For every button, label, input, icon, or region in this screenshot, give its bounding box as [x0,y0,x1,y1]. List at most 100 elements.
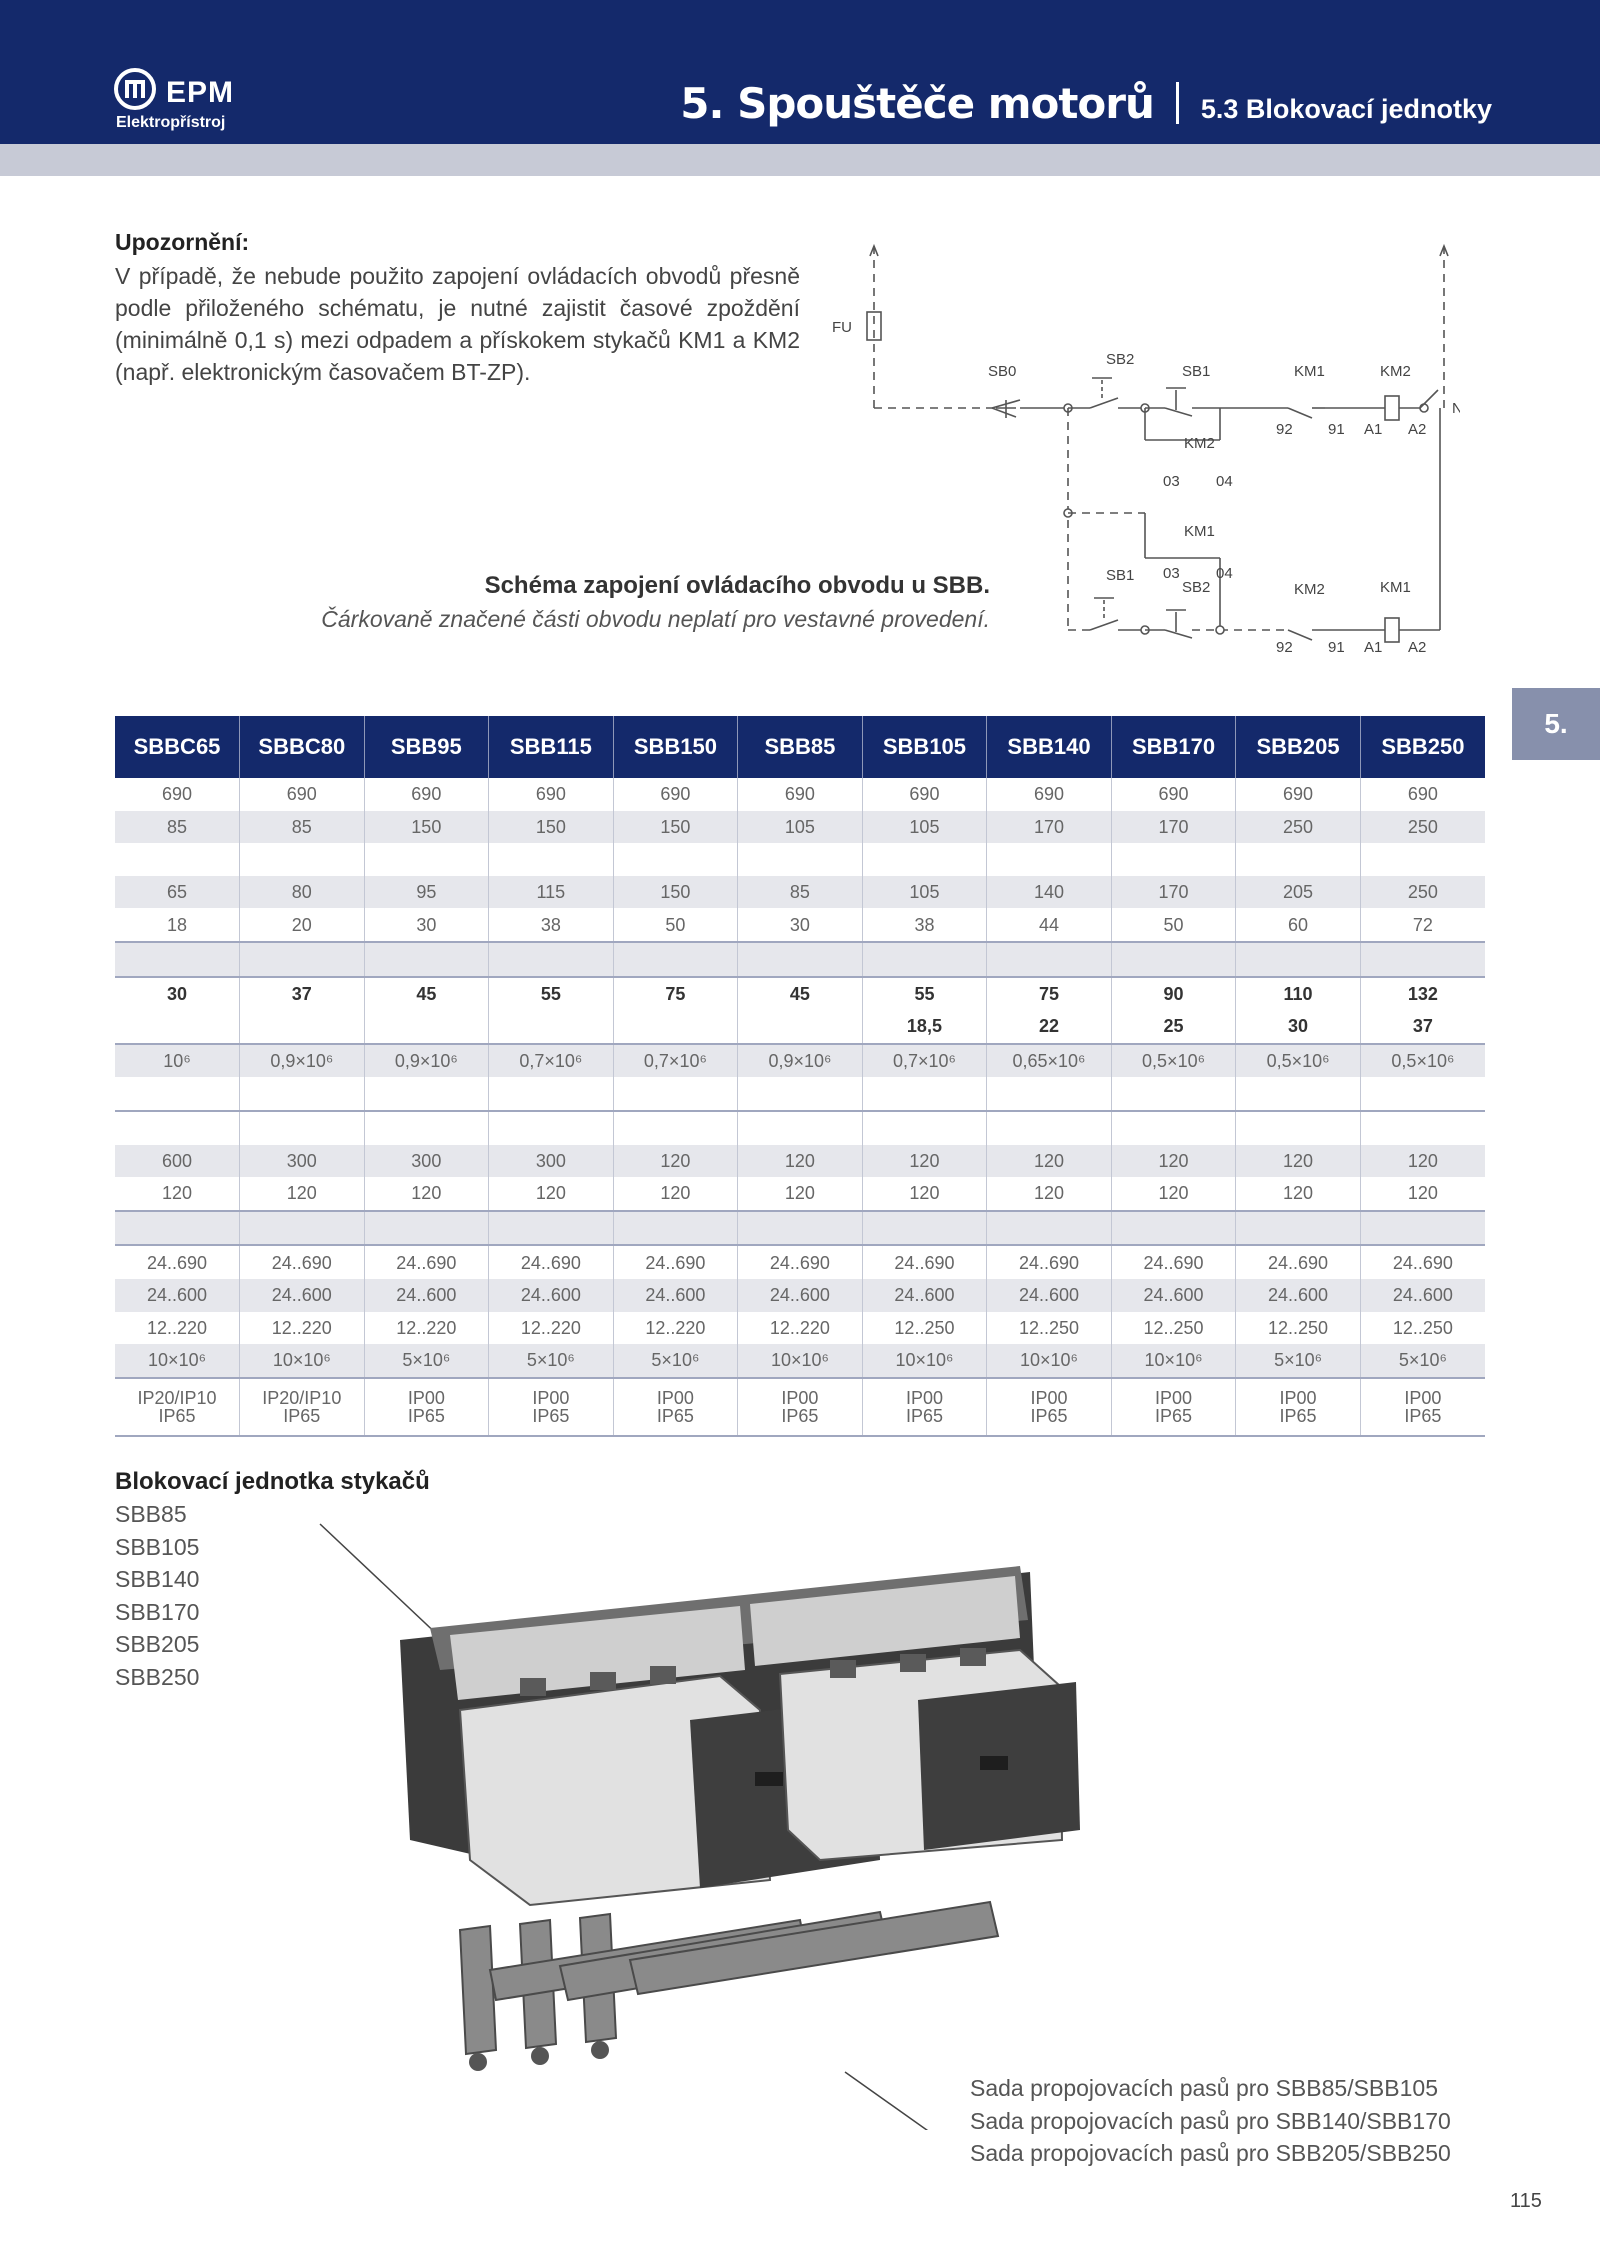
table-header-cell: SBBC80 [239,716,365,778]
table-cell: 18 [115,908,240,943]
schema-label-03-a: 03 [1163,473,1180,490]
table-cell: 150 [612,875,738,909]
chapter-side-tab: 5. [1512,688,1600,760]
table-cell: IP20/IP10 IP65 [239,1377,365,1437]
table-cell: 120 [115,1177,240,1212]
schema-label-a2-bot: A2 [1408,639,1426,656]
table-cell [239,1077,365,1112]
table-cell: 75 [986,976,1112,1011]
table-cell: 300 [363,1144,489,1178]
table-cell [239,1210,365,1247]
table-cell: 24..600 [239,1278,365,1312]
table-cell [115,843,240,876]
table-cell [861,1110,987,1145]
schema-caption-title: Schéma zapojení ovládacího obvodu u SBB. [484,572,990,599]
page-header [0,0,1600,144]
table-cell: 85 [115,810,240,844]
table-cell: 24..690 [146,1252,208,1273]
table-cell [488,843,614,876]
table-cell [737,1077,863,1112]
table-cell: 12..250 [1359,1311,1485,1345]
table-cell [363,843,489,876]
table-cell: 38 [861,908,987,943]
table-row [115,1110,1485,1145]
table-cell: 105 [861,810,987,844]
table-cell: 75 [612,976,738,1011]
table-cell: 44 [986,908,1112,943]
table-header-cell: SBB205 [1235,716,1361,778]
table-cell [612,1010,738,1045]
schema-caption-note: Čárkovaně značené části obvodu neplatí p… [321,606,990,632]
table-cell: 12..220 [737,1311,863,1345]
table-cell: 690 [737,778,863,811]
table-cell [363,1077,489,1112]
table-cell: 690 [363,778,489,811]
schema-label-03-b: 03 [1163,565,1180,582]
table-cell: 120 [1235,1177,1361,1212]
warning-note: Upozornění: V případě, že nebude použito… [115,229,800,388]
table-cell [239,1110,365,1145]
table-cell: 120 [737,1144,863,1178]
table-cell [115,1010,240,1045]
page-number: 115 [1510,2190,1542,2212]
table-cell: 690 [488,778,614,811]
table-cell: 120 [986,1144,1112,1178]
schema-label-sb0: SB0 [988,363,1016,380]
schema-label-92-bot: 92 [1276,639,1293,656]
table-cell: 5×10⁶ [488,1344,614,1379]
table-cell: 690 [161,784,193,805]
table-cell [488,1010,614,1045]
table-cell [861,1210,987,1247]
table-cell: 690 [612,778,738,811]
table-cell: 10×10⁶ [239,1344,365,1379]
table-cell [1110,1110,1236,1145]
table-row [115,941,1485,978]
table-cell: 0,9×10⁶ [363,1043,489,1078]
table-cell [239,941,365,978]
table-cell: 120 [612,1144,738,1178]
table-cell [986,941,1112,978]
table-cell: 690 [986,778,1112,811]
table-cell: 24..600 [1359,1278,1485,1312]
table-cell: 60 [1235,908,1361,943]
table-cell [1359,1210,1485,1247]
schema-label-km2-mid: KM2 [1184,435,1215,452]
table-cell: 690 [1110,778,1236,811]
table-cell [737,1110,863,1145]
section-title: 5.3 Blokovací jednotky [1200,94,1492,124]
schema-label-km1-top: KM1 [1294,363,1325,380]
table-header-cell: SBB95 [363,716,489,778]
table-cell: 30 [167,983,188,1004]
table-cell [488,1077,614,1112]
table-cell [612,843,738,876]
table-cell [612,1077,738,1112]
table-cell: 24..600 [986,1278,1112,1312]
table-cell: 170 [986,810,1112,844]
schema-label-92-top: 92 [1276,421,1293,438]
schema-label-km2-bot: KM2 [1294,581,1325,598]
circuit-diagram: FU N SB0 SB2 SB1 KM1 KM2 92 91 A1 A2 KM2… [832,243,1463,656]
table-cell [488,1110,614,1145]
product-model-item: SBB105 [115,1533,200,1560]
table-cell: 50 [1110,908,1236,943]
table-row [115,843,1485,876]
table-cell: IP00 IP65 [861,1377,987,1437]
table-cell: 45 [363,976,489,1011]
table-cell: 205 [1235,875,1361,909]
table-cell [1359,1077,1485,1112]
table-cell [737,1010,863,1045]
table-cell [861,1077,987,1112]
table-cell: 170 [1110,810,1236,844]
table-cell: 24..690 [1359,1245,1485,1279]
table-cell: 5×10⁶ [1235,1344,1361,1379]
table-cell [612,1110,738,1145]
contactor-product-image [319,1523,1080,2151]
table-cell: 250 [1235,810,1361,844]
table-cell [363,1010,489,1045]
logo-brand-text: EPM [166,76,235,109]
table-cell [488,1210,614,1247]
